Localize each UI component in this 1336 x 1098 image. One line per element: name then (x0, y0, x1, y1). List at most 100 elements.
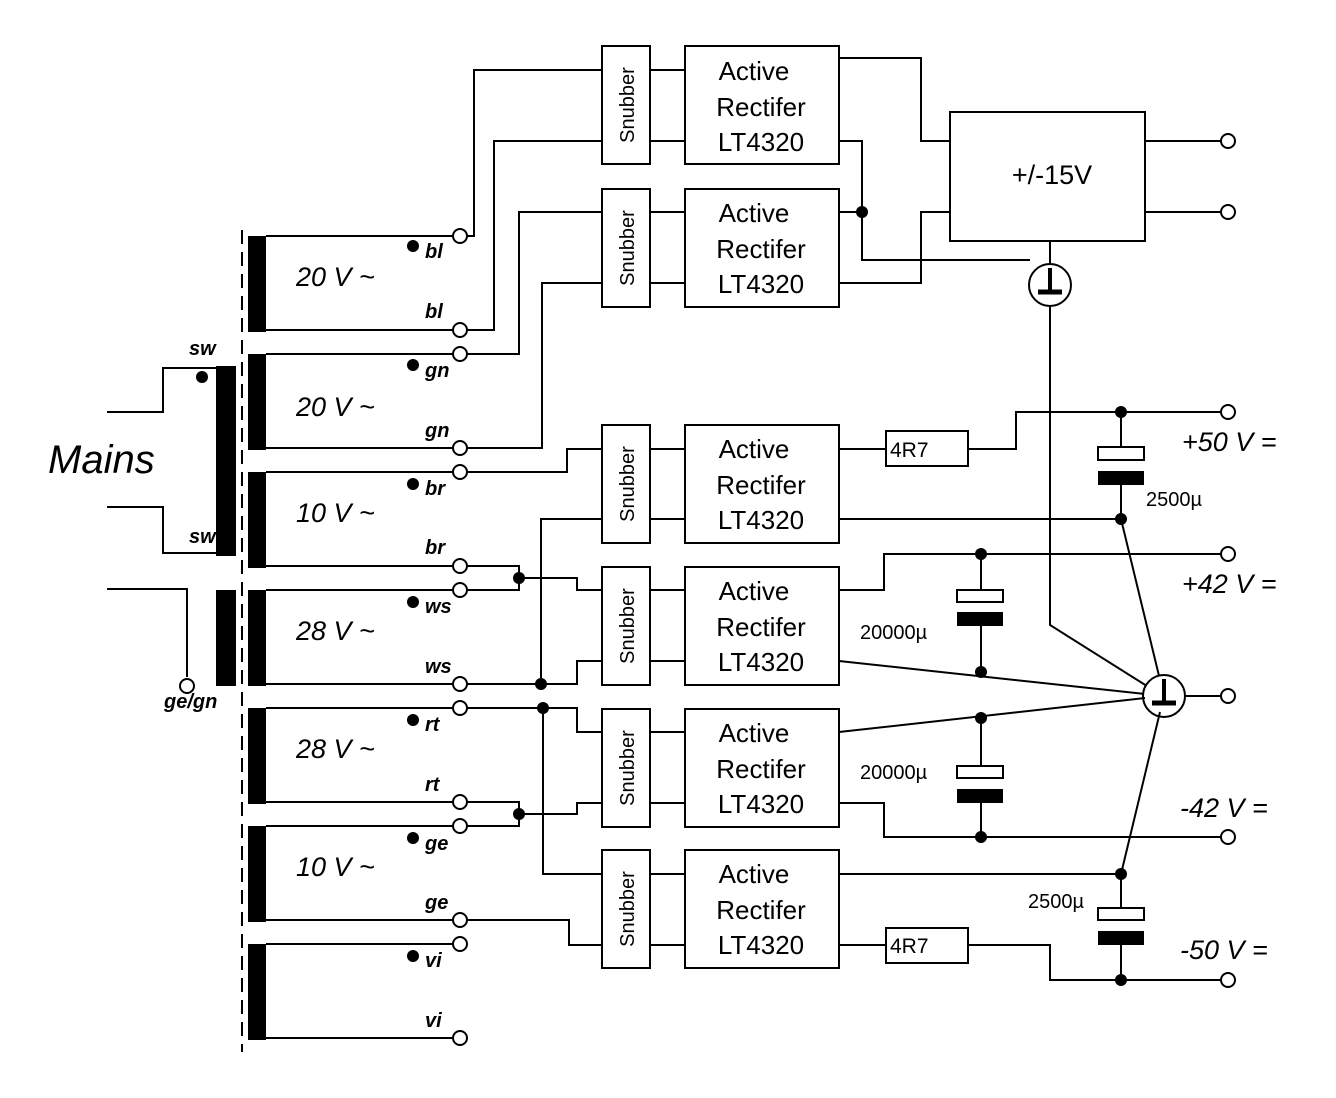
primary-label-sw-top: sw (189, 338, 217, 360)
primary-label-sw-bottom: sw (189, 526, 217, 548)
svg-text:LT4320: LT4320 (718, 930, 804, 960)
rectifier-5: Active Rectifer LT4320 (684, 708, 840, 828)
output-label-minus42: -42 V = (1180, 793, 1268, 823)
rectifier-4: Active Rectifer LT4320 (684, 566, 840, 686)
svg-text:LT4320: LT4320 (718, 269, 804, 299)
capacitor-2500-bottom (1097, 907, 1145, 945)
output-label-minus50: -50 V = (1180, 935, 1268, 965)
resistor-4r7-bottom: 4R7 (885, 927, 969, 964)
wire-label-ge-top: ge (424, 833, 448, 855)
ground-symbol-main (1142, 674, 1186, 718)
svg-text:4R7: 4R7 (890, 935, 929, 958)
regulator-block: +/-15V (949, 111, 1146, 242)
svg-text:Rectifer: Rectifer (716, 754, 806, 784)
primary-winding-core (216, 366, 236, 556)
mains-label: Mains (48, 438, 155, 482)
output-terminal-minus50 (1220, 972, 1236, 988)
ground-terminal (179, 678, 195, 694)
junction-plus50-bottom (1115, 513, 1127, 525)
resistor-4r7-top: 4R7 (885, 430, 969, 467)
snubber-2: Snubber (601, 188, 651, 308)
svg-text:Snubber: Snubber (617, 67, 639, 143)
winding-voltage-6: 10 V ~ (296, 852, 375, 882)
primary-phase-dot (196, 371, 208, 383)
snubber-6: Snubber (601, 849, 651, 969)
junction-plus42-bottom (975, 666, 987, 678)
capacitor-20000-lower (956, 765, 1004, 803)
output-label-plus42: +42 V = (1182, 569, 1277, 599)
svg-text:LT4320: LT4320 (718, 127, 804, 157)
wire-label-br-top: br (425, 478, 446, 500)
winding-voltage-4: 28 V ~ (295, 616, 375, 646)
svg-text:LT4320: LT4320 (718, 647, 804, 677)
rail-minus50-wiring (839, 711, 1221, 981)
svg-text:Active: Active (719, 56, 790, 86)
rail-plus42-wiring (838, 553, 1221, 695)
regulator-junction-dot (856, 206, 868, 218)
junction-plus50-top (1115, 406, 1127, 418)
junction-minus42-bottom (975, 831, 987, 843)
wire-label-ge-bottom: ge (424, 892, 448, 914)
svg-text:Active: Active (719, 198, 790, 228)
winding-voltage-1: 20 V ~ (295, 262, 375, 292)
regulator-wiring (839, 57, 1221, 284)
snubber-1: Snubber (601, 45, 651, 165)
svg-text:+/-15V: +/-15V (1012, 160, 1092, 190)
junction-dots-left (513, 572, 549, 820)
output-terminal-minus42 (1220, 829, 1236, 845)
wire-label-bl-top: bl (425, 241, 443, 263)
wire-label-ws-top: ws (425, 596, 452, 618)
capacitor-20000-upper (956, 589, 1004, 626)
wire-label-vi-top: vi (425, 950, 442, 972)
regulator-output-terminal-1 (1220, 133, 1236, 149)
svg-text:Snubber: Snubber (617, 871, 639, 947)
secondary-windings (248, 235, 453, 1040)
capacitor-label-2500-top: 2500µ (1146, 489, 1202, 511)
svg-text:Rectifer: Rectifer (716, 612, 806, 642)
junction-minus50-top (1115, 868, 1127, 880)
svg-text:Snubber: Snubber (617, 588, 639, 664)
winding-phase-dots (407, 240, 419, 962)
wire-label-vi-bottom: vi (425, 1010, 442, 1032)
primary-label-ge-gn: ge/gn (163, 691, 217, 713)
winding-voltage-3: 10 V ~ (296, 498, 375, 528)
capacitor-label-20000-upper: 20000µ (860, 622, 928, 644)
svg-text:Active: Active (719, 718, 790, 748)
wire-label-bl-bottom: bl (425, 301, 443, 323)
svg-text:Snubber: Snubber (617, 210, 639, 286)
svg-text:Rectifer: Rectifer (716, 234, 806, 264)
primary-winding-core-2 (216, 590, 236, 686)
secondary-wiring (467, 69, 685, 946)
svg-text:Active: Active (719, 576, 790, 606)
svg-text:Rectifer: Rectifer (716, 895, 806, 925)
primary-wiring (107, 367, 216, 677)
output-terminal-plus42 (1220, 546, 1236, 562)
output-terminal-plus50 (1220, 404, 1236, 420)
rectifier-6: Active Rectifer LT4320 (684, 849, 840, 969)
wire-label-gn-top: gn (424, 360, 449, 382)
output-label-plus50: +50 V = (1182, 427, 1277, 457)
winding-voltage-2: 20 V ~ (295, 392, 375, 422)
output-terminal-ground (1220, 688, 1236, 704)
rectifier-3: Active Rectifer LT4320 (684, 424, 840, 544)
wire-label-ws-bottom: ws (425, 656, 452, 678)
svg-text:LT4320: LT4320 (718, 789, 804, 819)
wire-label-br-bottom: br (425, 537, 446, 559)
winding-voltage-5: 28 V ~ (295, 734, 375, 764)
svg-text:4R7: 4R7 (890, 439, 929, 462)
junction-minus42-top (975, 712, 987, 724)
svg-text:Active: Active (719, 434, 790, 464)
svg-text:Rectifer: Rectifer (716, 470, 806, 500)
snubber-3: Snubber (601, 424, 651, 544)
capacitor-label-2500-bottom: 2500µ (1028, 891, 1084, 913)
snubber-5: Snubber (601, 708, 651, 828)
ground-symbol-regulator (1028, 263, 1072, 307)
winding-terminals (452, 228, 468, 1046)
capacitor-2500-top (1097, 446, 1145, 485)
wire-label-rt-top: rt (425, 714, 441, 736)
junction-plus42-top (975, 548, 987, 560)
ground-link-wire (1049, 306, 1151, 689)
rectifier-1: Active Rectifer LT4320 (684, 45, 840, 165)
wire-label-gn-bottom: gn (424, 420, 449, 442)
